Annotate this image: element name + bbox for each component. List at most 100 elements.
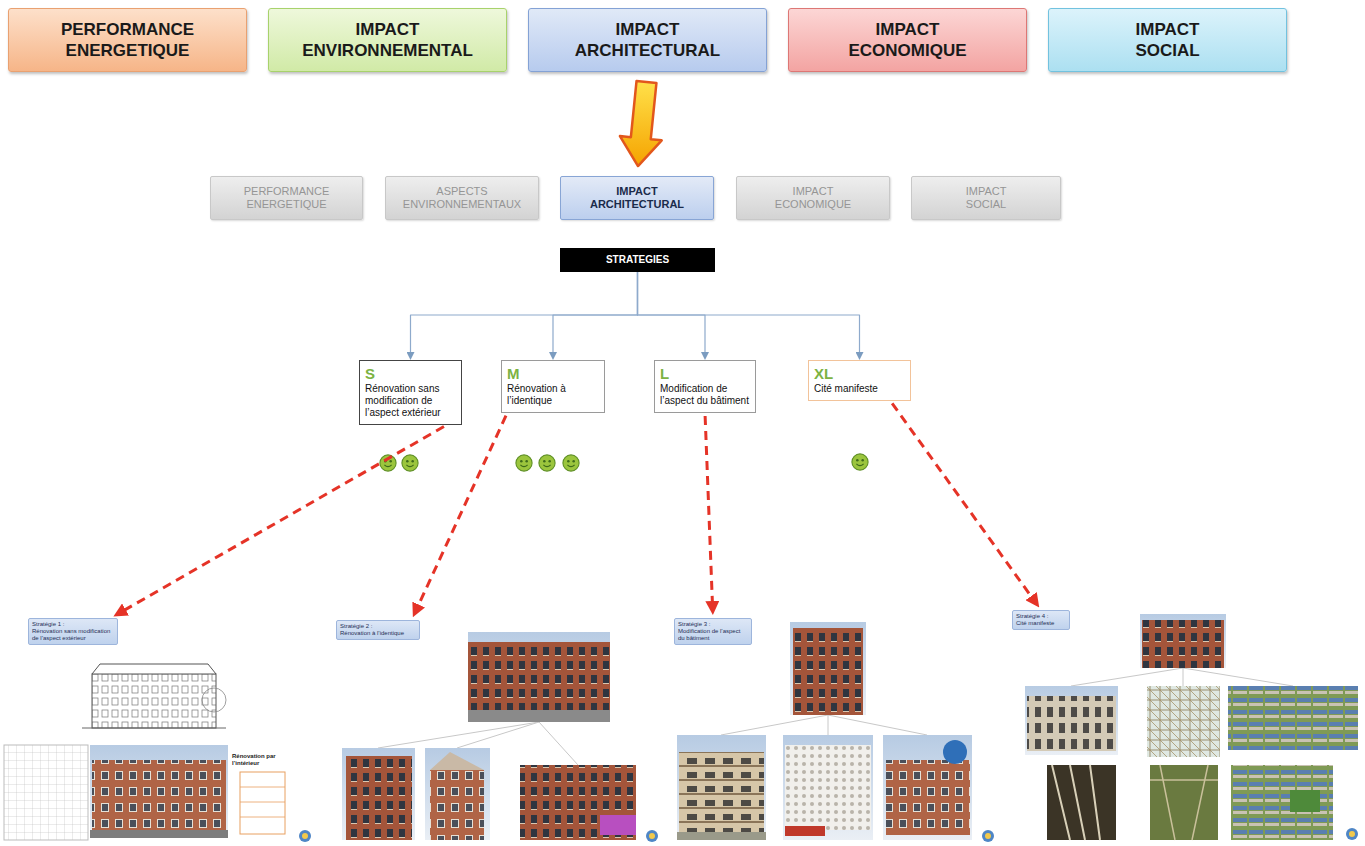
panel-illustration xyxy=(202,688,226,712)
node-text: Modification de l’aspect du bâtiment xyxy=(678,628,748,642)
panel-illustration xyxy=(943,740,967,764)
panel-illustration xyxy=(346,756,412,840)
panel-illustration xyxy=(985,833,991,839)
panel-illustration xyxy=(1052,765,1100,840)
tree-connector xyxy=(638,272,706,354)
panel-illustration xyxy=(1150,765,1218,840)
panel-illustration xyxy=(92,674,216,728)
node-title: IMPACT SOCIAL xyxy=(1135,19,1199,61)
panel-illustration xyxy=(1025,686,1118,755)
panel-illustration xyxy=(886,760,970,835)
panel-illustration xyxy=(425,748,490,840)
panel-illustration xyxy=(80,658,228,734)
criteria-box: IMPACT SOCIAL xyxy=(1048,8,1287,72)
panel-label: Stratégie 1 :Rénovation sans modificatio… xyxy=(28,618,118,645)
panel-illustration xyxy=(677,622,994,842)
criteria-box: IMPACT ARCHITECTURAL xyxy=(528,8,767,72)
node-title: Stratégie 4 : xyxy=(1016,613,1066,620)
node-title: PERFORMANCE ENERGETIQUE xyxy=(61,19,194,61)
node-title: S xyxy=(365,365,456,383)
panel-illustration xyxy=(90,745,228,838)
criteria-box: PERFORMANCE ENERGETIQUE xyxy=(8,8,247,72)
dashed-arrow xyxy=(417,416,506,609)
panel-illustration xyxy=(1150,765,1218,840)
drawing-caption: Rénovation par l’intérieur xyxy=(231,752,287,768)
node-title: ASPECTS ENVIRONNEMENTAUX xyxy=(403,185,521,211)
criteria-tab: IMPACT ECONOMIQUE xyxy=(736,176,890,220)
panel-label: Stratégie 4 :Cité manifeste xyxy=(1012,610,1070,630)
node-title: Stratégie 2 : xyxy=(340,623,416,630)
panel-illustration xyxy=(1346,828,1358,840)
panel-illustration xyxy=(299,830,311,842)
node-title: IMPACT ECONOMIQUE xyxy=(775,185,851,211)
panel-illustration xyxy=(4,658,311,842)
panel-illustration xyxy=(1140,614,1226,668)
panel-illustration xyxy=(1142,620,1224,668)
node-title: IMPACT ECONOMIQUE xyxy=(848,19,966,61)
panel-illustration xyxy=(600,815,636,835)
node-title: XL xyxy=(814,365,905,383)
rating-smileys xyxy=(516,455,532,471)
node-title: Stratégie 3 : xyxy=(678,621,748,628)
panel-illustration xyxy=(1290,790,1320,812)
criteria-tab: ASPECTS ENVIRONNEMENTAUX xyxy=(385,176,539,220)
node-text: Modification de l’aspect du bâtiment xyxy=(660,383,750,407)
connectors xyxy=(122,81,1034,612)
panel-illustration xyxy=(430,752,484,770)
panel-illustration xyxy=(883,735,972,840)
panel-illustration xyxy=(430,770,484,840)
tree-connector xyxy=(411,272,638,354)
rating-smileys xyxy=(380,454,868,471)
panel-illustration xyxy=(468,710,610,722)
rating-smileys xyxy=(402,455,418,471)
panel-illustration xyxy=(1147,686,1220,757)
panel-illustration xyxy=(1047,765,1116,840)
panel-illustration xyxy=(790,622,866,715)
panel-illustration xyxy=(92,664,216,674)
panel-illustration xyxy=(783,735,873,840)
panel-illustration xyxy=(90,830,228,838)
node-title: IMPACT ARCHITECTURAL xyxy=(590,185,684,211)
panel-illustration xyxy=(342,632,658,842)
rating-smileys xyxy=(852,454,868,470)
panel-illustration xyxy=(721,715,927,735)
panel-illustration xyxy=(1231,765,1333,840)
node-title: M xyxy=(507,365,599,383)
node-title: STRATEGIES xyxy=(606,254,669,266)
panel-label: Stratégie 2 :Rénovation à l’identique xyxy=(336,620,420,640)
criteria-tab: IMPACT SOCIAL xyxy=(911,176,1061,220)
node-text: Rénovation sans modification de l’aspect… xyxy=(32,628,114,642)
criteria-tab: PERFORMANCE ENERGETIQUE xyxy=(210,176,363,220)
panel-illustration xyxy=(677,832,766,840)
strategy-box: XLCité manifeste xyxy=(808,360,911,401)
criteria-tab: IMPACT ARCHITECTURAL xyxy=(560,176,714,220)
node-text: Rénovation à l’identique xyxy=(507,383,599,407)
strategy-box: SRénovation sans modification de l’aspec… xyxy=(359,360,462,425)
node-title: Stratégie 1 : xyxy=(32,621,114,628)
block-arrow xyxy=(620,81,662,166)
node-text: Rénovation sans modification de l’aspect… xyxy=(365,383,456,419)
panel-illustration xyxy=(468,632,610,722)
node-title: IMPACT SOCIAL xyxy=(966,185,1007,211)
panel-illustration xyxy=(646,830,658,842)
panel-illustration xyxy=(1025,614,1358,840)
dashed-arrow xyxy=(892,403,1033,599)
node-text: Cité manifeste xyxy=(1016,620,1066,627)
panel-illustration xyxy=(520,765,636,840)
panel-illustration xyxy=(342,748,415,840)
dashed-arrow xyxy=(705,416,712,605)
panel-illustration xyxy=(679,752,764,832)
panel-illustration xyxy=(982,830,994,842)
strategy-box: LModification de l’aspect du bâtiment xyxy=(654,360,756,413)
node-title: L xyxy=(660,365,750,383)
criteria-box: IMPACT ECONOMIQUE xyxy=(788,8,1027,72)
node-title: IMPACT ENVIRONNEMENTAL xyxy=(302,19,473,61)
panel-illustration xyxy=(785,745,871,830)
panel-illustration xyxy=(1027,696,1116,751)
tree-connector xyxy=(553,272,638,354)
panel-illustration xyxy=(785,826,825,836)
panel-illustration xyxy=(302,833,308,839)
